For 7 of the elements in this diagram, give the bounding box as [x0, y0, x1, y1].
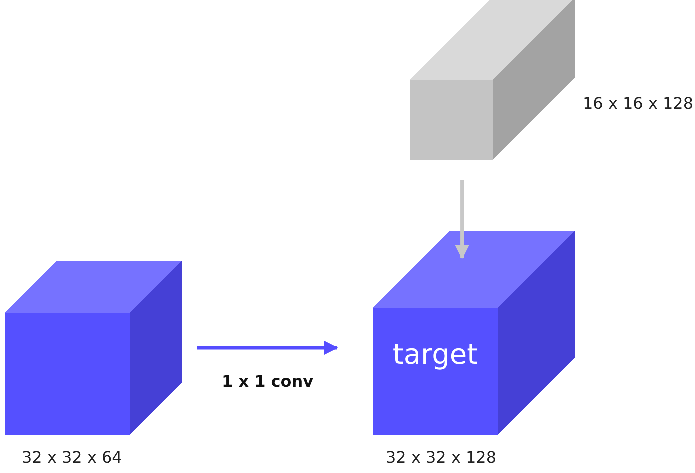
- edge-label: 1 x 1 conv: [222, 372, 312, 391]
- block-label: target: [392, 338, 480, 371]
- dimension-label: 32 x 32 x 64: [22, 448, 122, 467]
- dimension-label: 16 x 16 x 128: [583, 94, 694, 113]
- arrow: [455, 180, 470, 260]
- arrow: [197, 341, 338, 355]
- dimension-label: 32 x 32 x 128: [386, 448, 497, 467]
